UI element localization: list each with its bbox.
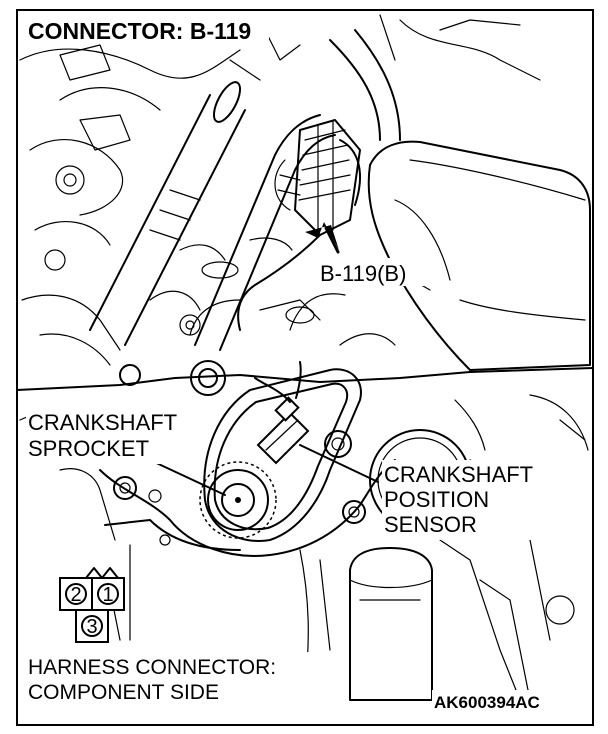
crankshaft-position-sensor [254,361,310,465]
upper-engine-view [19,14,591,371]
pin-3-label: 3 [86,616,97,638]
view-divider [16,367,594,391]
sensor-label-line2: POSITION [384,487,489,512]
harness-caption-line2: COMPONENT SIDE [28,681,219,704]
sprocket-leader-line [149,459,226,496]
sprocket-label-line2: SPROCKET [28,436,149,461]
connector-arrow [305,222,339,250]
connector-title: CONNECTOR: B-119 [28,18,251,44]
sensor-label-line1: CRANKSHAFT [384,462,533,487]
harness-caption-line1: HARNESS CONNECTOR: [28,656,276,679]
pin-2-label: 2 [70,584,81,606]
pin-1-label: 1 [102,584,113,606]
figure-code: AK600394AC [434,693,540,712]
sensor-leader-line [299,444,379,483]
harness-connector-symbol: 2 1 3 [59,567,125,643]
sprocket-label-line1: CRANKSHAFT [28,410,177,435]
connector-ref-label: B-119(B) [320,261,406,286]
sensor-label-line3: SENSOR [384,512,477,537]
connector-lock-tab [85,567,119,579]
